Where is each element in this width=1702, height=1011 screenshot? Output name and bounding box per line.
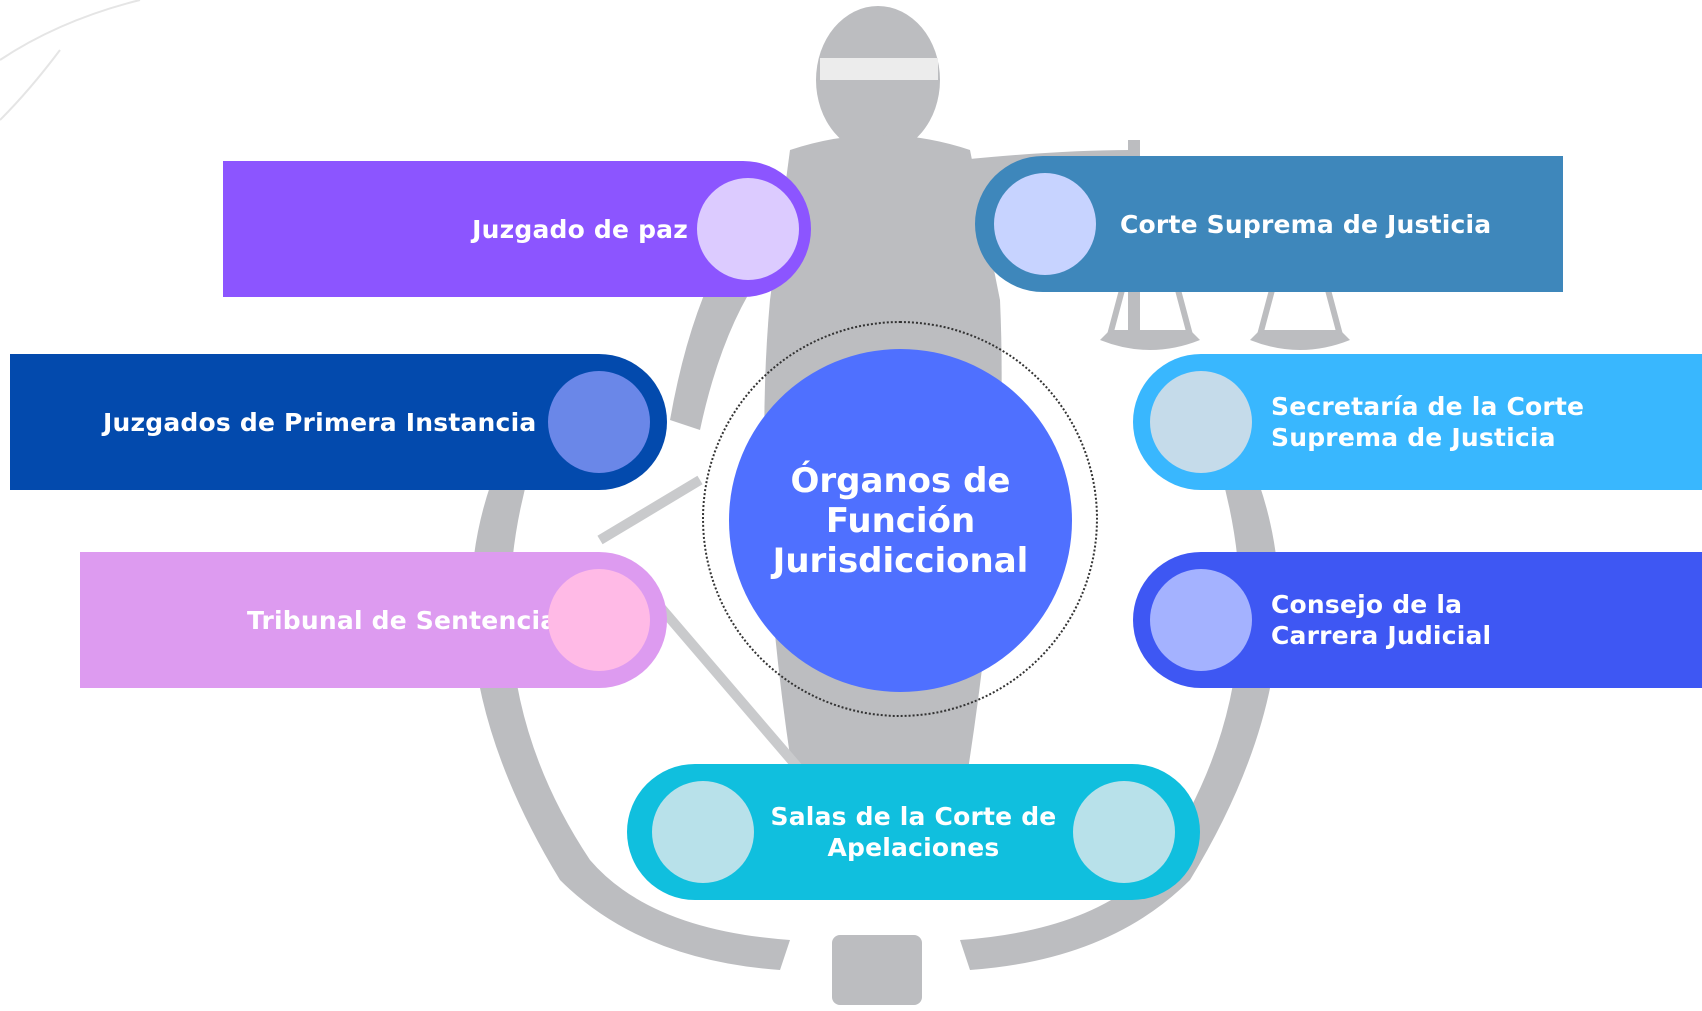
node-salas-corte-apelaciones: Salas de la Corte de Apelaciones	[627, 764, 1200, 900]
node-dot	[697, 178, 799, 280]
node-label: Juzgados de Primera Instancia	[103, 407, 537, 437]
node-juzgados-primera-instancia: Juzgados de Primera Instancia	[10, 354, 667, 490]
center-dotted-ring	[702, 321, 1098, 717]
node-label: Juzgado de paz	[472, 214, 688, 244]
node-dot-right	[1073, 781, 1175, 883]
node-corte-suprema-de-justicia: Corte Suprema de Justicia	[975, 156, 1563, 292]
node-label: Consejo de la Carrera Judicial	[1271, 590, 1492, 650]
node-label: Secretaría de la Corte Suprema de Justic…	[1271, 392, 1585, 452]
center-node: Órganos de Función Jurisdiccional	[729, 349, 1072, 692]
node-tribunal-de-sentencia: Tribunal de Sentencia	[80, 552, 667, 688]
node-consejo-carrera-judicial: Consejo de la Carrera Judicial	[1133, 552, 1702, 688]
node-label: Tribunal de Sentencia	[247, 605, 558, 635]
node-label: Corte Suprema de Justicia	[1120, 209, 1492, 239]
node-juzgado-de-paz: Juzgado de paz	[223, 161, 811, 297]
node-dot	[994, 173, 1096, 275]
node-dot-left	[652, 781, 754, 883]
node-dot	[1150, 371, 1252, 473]
center-label: Órganos de Función Jurisdiccional	[772, 460, 1029, 581]
node-dot	[1150, 569, 1252, 671]
node-secretaria-corte-suprema: Secretaría de la Corte Suprema de Justic…	[1133, 354, 1702, 490]
node-dot	[548, 569, 650, 671]
node-dot	[548, 371, 650, 473]
node-label: Salas de la Corte de Apelaciones	[770, 802, 1057, 862]
